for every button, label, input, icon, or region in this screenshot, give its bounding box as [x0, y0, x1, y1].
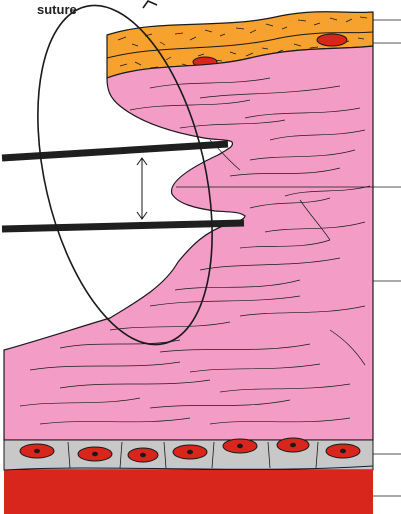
endothelial-cell-nucleus	[92, 451, 98, 457]
suture-loop	[37, 4, 213, 346]
endothelial-cell-nucleus	[237, 443, 243, 449]
vessel-lumen-blood	[4, 470, 373, 514]
adventitia-layer	[106, 11, 374, 79]
lumen-edge	[3, 465, 374, 471]
endothelial-cell-nucleus	[340, 448, 346, 454]
adventitia-cell	[316, 33, 348, 47]
instrument-lower	[1, 219, 245, 233]
tissue-fibers	[19, 77, 371, 425]
arrowhead-icon	[142, 0, 158, 9]
endothelium-layer	[3, 437, 374, 471]
vessel-wall-tissue	[3, 45, 374, 441]
endothelial-cell-nucleus	[187, 449, 193, 455]
endothelial-cells	[19, 437, 361, 463]
leader-lines	[176, 19, 401, 497]
endothelial-cell-nucleus	[34, 448, 40, 454]
suture-label: suture	[37, 2, 77, 17]
instrument-upper	[1, 140, 229, 162]
endothelial-cell-dividers	[67, 441, 319, 469]
endothelial-cell-nucleus	[290, 442, 296, 448]
endothelial-cell-nucleus	[140, 452, 146, 458]
double-arrow-icon	[136, 157, 148, 220]
adventitia-fibers	[117, 16, 368, 69]
adventitia-divider	[106, 31, 374, 59]
